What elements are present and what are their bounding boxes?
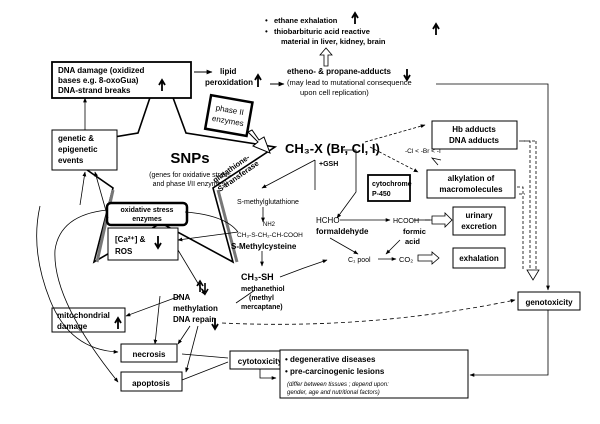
formaldehyde-label: formaldehyde — [316, 227, 369, 236]
hollow-right-arrow — [431, 212, 453, 228]
co2: CO₂ — [399, 255, 413, 264]
exhalation-label: exhalation — [459, 254, 499, 263]
necrosis-box — [120, 343, 178, 363]
etheno-to-genotoxicity — [436, 83, 550, 291]
down-arrow-icon — [154, 236, 162, 250]
lipid-label: lipid — [220, 67, 237, 76]
outcome-note-2: gender, age and nutritional factors) — [287, 390, 380, 396]
mitochondrial-line-1: mitochondrial — [57, 311, 110, 320]
top-effects: ethane exhalation thiobarbituric acid re… — [265, 11, 440, 46]
necrosis-label: necrosis — [133, 350, 166, 359]
genotoxicity-box — [517, 291, 581, 311]
acid-label: acid — [405, 237, 420, 246]
svg-text:•: • — [265, 16, 268, 25]
etheno-note-1: (may lead to mutational consequence — [287, 78, 412, 87]
peroxidation-label: peroxidation — [205, 78, 253, 87]
hb-adducts-box — [431, 120, 518, 150]
cytotoxicity-label: cytotoxicity — [238, 357, 283, 366]
apoptosis-box — [120, 371, 183, 392]
etheno-note-2: upon cell replication) — [300, 88, 369, 97]
formic-label: formic — [403, 227, 426, 236]
oxidative-line-2: enzymes — [132, 216, 162, 223]
methanethiol-line-2: (methyl — [249, 295, 274, 302]
genetic-events-box — [51, 129, 118, 171]
nh2-label: NH2 — [263, 222, 276, 228]
up-arrow-icon — [114, 316, 122, 329]
alkylation-line-2: macromolecules — [439, 185, 503, 194]
mitochondrial-line-2: damage — [57, 322, 88, 331]
dna-damage-box — [51, 61, 192, 99]
snps-title: SNPs — [170, 150, 209, 167]
dna-damage-line-2: bases e.g. 8-oxoGua) — [58, 76, 139, 85]
up-arrow-icon — [351, 11, 359, 24]
gsh-label: +GSH — [319, 161, 338, 168]
hb-adducts-line-2: DNA adducts — [449, 136, 499, 145]
etheno-adducts: etheno- & propane-adducts — [287, 67, 392, 76]
alkylation-box — [426, 169, 516, 199]
chain-formula: CH₃-S-CH₂-CH-COOH — [237, 232, 303, 239]
genetic-line-2: epigenetic — [58, 145, 98, 154]
effect-tbars-1: thiobarbituric acid reactive — [274, 27, 370, 36]
compound-label: CH₃-X (Br, Cl, I) — [285, 141, 380, 156]
feedback-lines — [36, 171, 239, 383]
phase2-pointer — [247, 129, 271, 154]
apoptosis-label: apoptosis — [132, 379, 170, 388]
hcho-formula: HCHO — [316, 216, 340, 225]
ca-label: [Ca²⁺] & — [115, 235, 146, 244]
outcome-note-1: (differ between tissues ; depend upon: — [287, 382, 389, 388]
snps-subtitle-1: (genes for oxidative stress — [149, 172, 231, 179]
up-down-arrows-icon — [196, 279, 209, 296]
s-methylglutathione: S-methylglutathione — [237, 199, 299, 206]
methanethiol-line-3: mercaptane) — [241, 304, 283, 311]
phase2-enzymes-box: phase II enzymes — [203, 93, 254, 138]
urinary-excretion-box — [452, 206, 506, 236]
dna-damage-line-1: DNA damage (oxidized — [58, 66, 144, 75]
oxidative-line-1: oxidative stress — [121, 207, 174, 214]
down-arrow-icon — [403, 69, 411, 82]
dna-methylation-line-1: DNA — [173, 293, 191, 302]
genotoxicity-label: genotoxicity — [525, 298, 573, 307]
dna-methylation-line-3: DNA repair — [173, 315, 215, 324]
outcome-precarcinogenic: • pre-carcinogenic lesions — [285, 367, 385, 376]
snps-subtitle-2: and phase I/II enzymes) — [153, 181, 228, 188]
dna-damage-line-3: DNA-strand breaks — [58, 86, 131, 95]
s-methylcysteine: S-Methylcysteine — [231, 242, 297, 251]
hollow-up-arrow — [319, 47, 333, 67]
methanethiol-formula: CH₃-SH — [241, 272, 274, 282]
c1-pool: C₁ pool — [348, 257, 371, 264]
up-arrow-icon — [158, 78, 166, 91]
methanethiol-line-1: methanethiol — [241, 286, 285, 293]
ca-ros-box — [107, 227, 179, 261]
svg-text:•: • — [265, 27, 268, 36]
genetic-line-3: events — [58, 156, 84, 165]
effect-tbars-2: material in liver, kidney, brain — [281, 37, 386, 46]
mitochondrial-box — [51, 307, 126, 333]
dna-methylation-line-2: methylation — [173, 304, 218, 313]
alkylation-line-1: alkylation of — [448, 174, 495, 183]
outcomes-box — [279, 349, 469, 399]
ros-label: ROS — [115, 247, 133, 256]
halide-order: -Cl < -Br < -I — [405, 148, 441, 155]
hcooh-formula: HCOOH — [393, 218, 419, 225]
down-arrow-icon — [211, 318, 219, 331]
outcome-degenerative: • degenerative diseases — [285, 355, 376, 364]
urinary-line-1: urinary — [465, 211, 493, 220]
up-arrow-icon — [432, 22, 440, 35]
up-arrow-icon — [254, 73, 262, 87]
exhalation-box — [452, 247, 506, 269]
hb-adducts-line-1: Hb adducts — [452, 125, 496, 134]
cytochrome-box — [367, 174, 411, 202]
genetic-line-1: genetic & — [58, 134, 94, 143]
cytochrome-line-1: cytochrome — [372, 181, 412, 188]
effect-ethane: ethane exhalation — [274, 16, 338, 25]
urinary-line-2: excretion — [461, 222, 497, 231]
cytochrome-line-2: P-450 — [372, 191, 391, 198]
